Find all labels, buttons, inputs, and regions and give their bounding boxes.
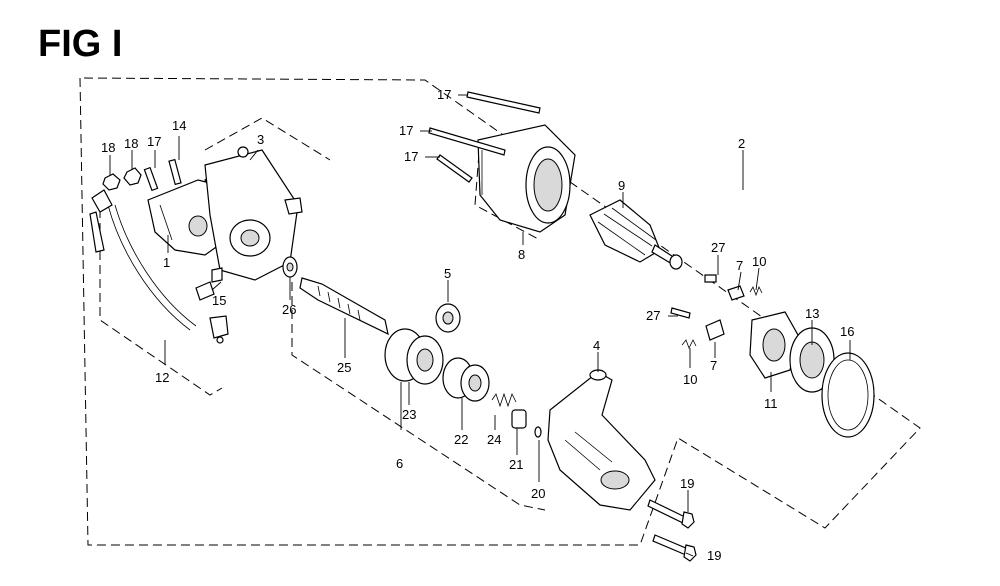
part-20-clip xyxy=(534,426,542,438)
callout-4: 4 xyxy=(593,338,600,353)
part-22-pinion xyxy=(442,357,490,402)
callout-26: 26 xyxy=(282,302,296,317)
part-19-bolts xyxy=(647,499,697,562)
part-9-armature xyxy=(589,199,683,270)
callout-10a: 10 xyxy=(752,254,766,269)
callout-17d: 17 xyxy=(147,134,161,149)
callout-13: 13 xyxy=(805,306,819,321)
callout-18a: 18 xyxy=(101,140,115,155)
part-5-gear xyxy=(435,303,461,333)
callout-7b: 7 xyxy=(710,358,717,373)
callout-24: 24 xyxy=(487,432,501,447)
part-8-yoke xyxy=(477,124,576,233)
part-24-spring xyxy=(491,392,517,408)
group-3-boundary xyxy=(204,117,331,161)
part-12-wire-harness xyxy=(89,189,229,344)
figure-title: FIG I xyxy=(38,23,122,65)
callout-18b: 18 xyxy=(124,136,138,151)
callout-17c: 17 xyxy=(404,149,418,164)
callout-21: 21 xyxy=(509,457,523,472)
part-25-shaft xyxy=(299,277,389,336)
callout-17a: 17 xyxy=(437,87,451,102)
leader-lines xyxy=(109,94,851,557)
part-23-clutch xyxy=(384,328,444,385)
callout-19b: 19 xyxy=(707,548,721,563)
callout-19a: 19 xyxy=(680,476,694,491)
callout-6: 6 xyxy=(396,456,403,471)
callout-7a: 7 xyxy=(736,258,743,273)
callout-1: 1 xyxy=(163,255,170,270)
small-hardware-left xyxy=(102,158,223,301)
callout-8: 8 xyxy=(518,247,525,262)
callout-9: 9 xyxy=(618,178,625,193)
callout-15: 15 xyxy=(212,293,226,308)
callout-27b: 27 xyxy=(646,308,660,323)
callout-20: 20 xyxy=(531,486,545,501)
callout-22: 22 xyxy=(454,432,468,447)
callout-27a: 27 xyxy=(711,240,725,255)
part-13-plate xyxy=(789,327,835,393)
brush-hardware xyxy=(670,274,763,349)
part-3-cover xyxy=(204,146,303,281)
callout-2: 2 xyxy=(738,136,745,151)
callout-5: 5 xyxy=(444,266,451,281)
part-26-washer xyxy=(282,256,298,278)
part-16-ring xyxy=(821,352,875,438)
callout-25: 25 xyxy=(337,360,351,375)
callout-11: 11 xyxy=(764,396,778,411)
callout-3: 3 xyxy=(257,132,264,147)
part-4-rear-housing xyxy=(547,369,656,511)
callout-labels: 1 2 3 4 5 6 7 7 8 9 10 10 11 12 13 14 15… xyxy=(101,87,854,563)
group-6-boundary xyxy=(291,268,546,511)
callout-12: 12 xyxy=(155,370,169,385)
callout-17b: 17 xyxy=(399,123,413,138)
callout-10b: 10 xyxy=(683,372,697,387)
part-21-collar xyxy=(511,409,527,429)
part-17-long-bolts xyxy=(428,91,541,183)
group-12-boundary xyxy=(99,195,223,396)
callout-14: 14 xyxy=(172,118,186,133)
part-11-brush-holder xyxy=(749,311,799,379)
callout-16: 16 xyxy=(840,324,854,339)
callout-23: 23 xyxy=(402,407,416,422)
